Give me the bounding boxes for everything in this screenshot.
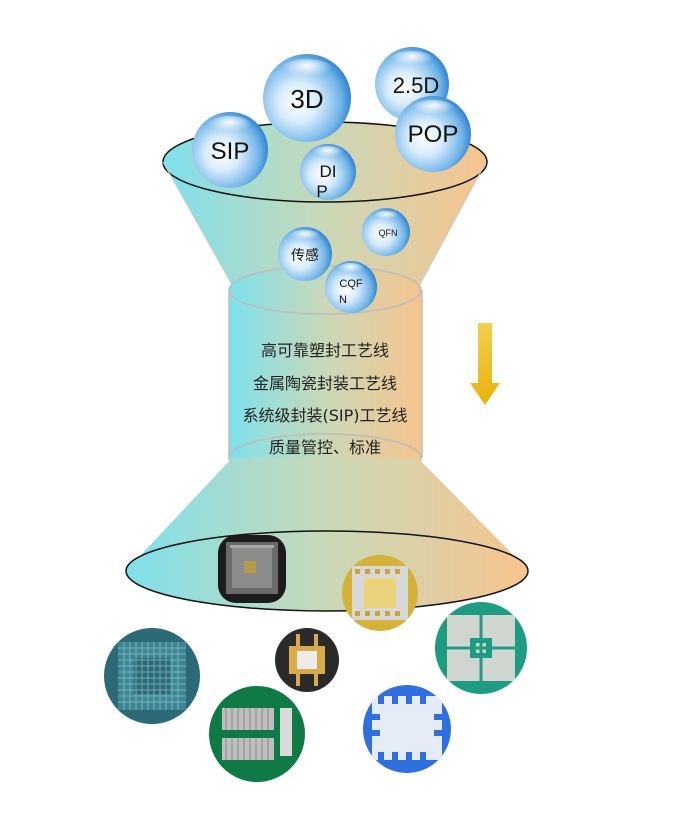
process-line-3: 系统级封装(SIP)工艺线 [242, 406, 407, 425]
bubble-sip: SIP [192, 112, 268, 188]
bubble-label: POP [408, 121, 459, 148]
bubble-label-line-2: N [339, 294, 347, 306]
bubble-sensor: 传感 [278, 227, 332, 281]
lower-funnel [125, 458, 529, 612]
bubble-label: 3D [290, 84, 323, 114]
bubble-dip: DI P [300, 144, 356, 201]
ceramic-package-photo [218, 535, 286, 603]
funnel-bottom-rim [125, 530, 529, 612]
down-arrow-icon [470, 323, 500, 405]
bubble-3d: 3D [263, 54, 351, 142]
ceramic-substrate-photo [435, 602, 527, 694]
bubble-label-line-1: CQF [339, 278, 363, 290]
bga-grid-board-photo [104, 628, 200, 724]
bubble-label: 传感 [291, 247, 319, 263]
lcc-package-photo [363, 685, 451, 773]
bubble-label: QFN [379, 228, 398, 238]
process-line-2: 金属陶瓷封装工艺线 [253, 374, 397, 393]
sip-module-board-photo [209, 686, 305, 782]
process-line-1: 高可靠塑封工艺线 [261, 341, 389, 360]
bubble-cqfn: CQF N [325, 261, 377, 313]
process-line-4: 质量管控、标准 [269, 438, 381, 457]
bubble-qfn: QFN [362, 208, 410, 256]
bubble-label: 2.5D [393, 73, 439, 98]
bubble-pop: POP [395, 96, 471, 172]
bubble-label-line-1: DI [320, 162, 337, 181]
flange-package-photo [275, 628, 339, 692]
bubble-label: SIP [211, 138, 250, 165]
gold-pad-package-photo [342, 555, 418, 631]
bubble-label-line-2: P [316, 182, 327, 201]
process-lines: 高可靠塑封工艺线 金属陶瓷封装工艺线 系统级封装(SIP)工艺线 质量管控、标准 [242, 341, 407, 457]
